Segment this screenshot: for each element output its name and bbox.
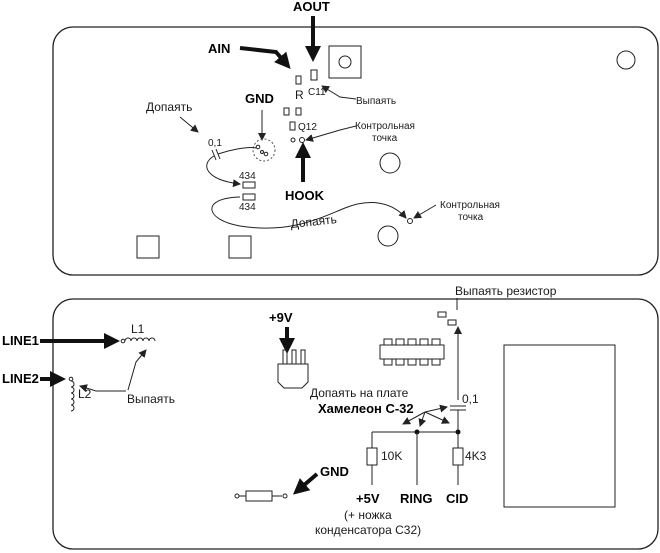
ain-label: AIN [208,41,230,56]
resistor-r-pad [295,75,302,85]
capacitor-wire [206,155,241,188]
gnd-via [255,144,261,150]
resistor-434-top [242,181,256,189]
dopayat-pointer-4 [424,411,450,424]
gnd-dashed-circle [252,138,276,162]
square-pad [136,235,160,259]
ic-chip [379,338,445,366]
square-component [328,45,362,79]
power-connector [277,363,309,389]
dopayat-na-plate-label: Допаять на плате [310,386,409,400]
r4k3-label: 4K3 [465,449,487,463]
line2-label: LINE2 [2,371,39,386]
gnd-label-top: GND [245,91,274,106]
test-point-1-label-line2: точка [372,133,398,144]
c11-label: C11 [308,87,326,98]
dopayat-wire-label: Допаять [290,212,338,231]
top-board-outline [52,26,659,276]
capacitor-plate [211,149,217,161]
test-point-2-label-line1: Контрольная [440,200,500,211]
note-line1: (+ ножка [344,508,392,522]
r-label: R [295,88,304,102]
bottom-board: LINE1 LINE2 L1 L2 Выпаять +9V [2,284,659,550]
l2-coil [70,380,75,412]
cid-label: CID [446,491,468,506]
smd-pad [295,107,302,116]
plus9v-label: +9V [269,310,293,325]
resistor-to-remove [447,319,457,326]
hook-label: HOOK [285,188,325,203]
test-point-2-label-line2: точка [458,212,484,223]
dopayat-pointer-1 [402,411,426,425]
vypayat-label: Выпаять [356,96,396,107]
test-point-2-pointer [413,204,437,219]
smd-pad [289,121,296,131]
component-hole [338,55,352,69]
cap-value-bottom: 0,1 [462,392,479,406]
resistor-to-remove [437,311,447,318]
smd-pad [283,107,290,116]
note-line2: конденсатора С32) [315,523,421,537]
large-component [503,344,616,508]
dopayat-wire [211,196,407,229]
vypayat-l2-pointer [79,384,126,392]
test-point-2 [407,218,413,224]
square-pad [228,235,252,259]
test-point-1-label-line1: Контрольная [355,121,415,132]
capacitor-lead [217,147,257,155]
chameleon-label: Хамелеон С-32 [318,401,414,416]
gnd-via [263,151,269,157]
junction-dot [455,429,461,435]
res-434-bottom-label: 434 [239,202,256,213]
ring-label: RING [400,491,433,506]
q12-label: Q12 [298,122,317,133]
resistor-434-bottom [242,193,256,201]
ain-arrow [239,46,291,70]
c11-pad [310,69,318,81]
plus5v-label: +5V [356,491,380,506]
mount-hole [616,50,636,70]
gnd-arrow-bottom [292,472,319,495]
cap-value-top: 0,1 [208,138,222,149]
vypayat-l1-pointer [127,349,147,391]
dopayat-left-pointer [179,116,199,133]
via [290,137,296,143]
mount-hole [379,152,401,174]
gnd-resistor-terminal [282,493,288,499]
test-point-1-pointer [305,125,357,142]
bottom-board-outline [52,298,659,550]
r10k-label: 10K [381,449,402,463]
l1-coil [124,337,156,342]
l1-label: L1 [131,322,145,336]
vypayat-rezistor-label: Выпаять резистор [455,284,557,298]
dopayat-pointer-3 [424,404,448,413]
line1-label: LINE1 [2,333,39,348]
vypayat-coils-label: Выпаять [127,392,175,406]
vypayat-pointer [321,85,357,100]
top-board: R C11 Q12 AOUT AIN Выпаять Контрольная т… [52,0,659,276]
mount-hole [377,225,399,247]
res-434-top-label: 434 [239,171,256,182]
dopayat-left-label: Допаять [146,100,192,114]
dopayat-pointer-2 [418,411,427,427]
gnd-label-bottom: GND [320,464,349,479]
aout-label: AOUT [293,0,330,14]
gnd-via [260,150,264,154]
